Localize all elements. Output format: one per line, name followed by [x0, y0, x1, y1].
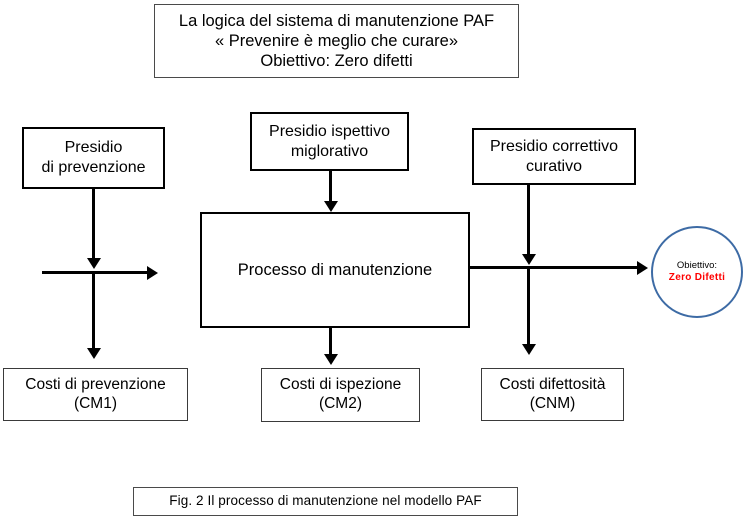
- node-presidio-correttivo-curativo: Presidio correttivo curativo: [472, 128, 636, 185]
- arrowhead-goal-right: [637, 260, 648, 275]
- connector-left-horizontal: [42, 271, 149, 274]
- node-presidio-ispettivo-miglorativo: Presidio ispettivo miglorativo: [250, 112, 409, 171]
- arrowhead-left-horizontal-right: [147, 265, 158, 280]
- title-line-1: La logica del sistema di manutenzione PA…: [178, 11, 495, 30]
- connector-correttivo-to-cross: [527, 185, 530, 257]
- node-label-line-1: Costi di ispezione: [279, 376, 402, 394]
- caption-text: Fig. 2 Il processo di manutenzione nel m…: [169, 493, 482, 509]
- arrowhead-cm2-down: [324, 354, 338, 365]
- node-label-line-2: curativo: [525, 157, 582, 175]
- connector-ispettivo-to-processo: [329, 171, 332, 204]
- node-label-line-2: di prevenzione: [41, 159, 146, 176]
- title-line-2: « Prevenire è meglio che curare»: [214, 31, 459, 50]
- node-label-line-1: Processo di manutenzione: [237, 260, 433, 279]
- arrowhead-correttivo-down: [522, 254, 536, 265]
- arrowhead-prevenzione-down: [87, 258, 101, 269]
- goal-label-line-2: Zero Difetti: [668, 271, 726, 283]
- arrowhead-cm1-down: [87, 348, 101, 359]
- node-costi-di-ispezione-cm2: Costi di ispezione (CM2): [261, 368, 420, 422]
- title-line-3: Obiettivo: Zero difetti: [260, 52, 413, 71]
- node-label-line-1: Presidio ispettivo: [269, 122, 390, 140]
- node-label-line-1: Costi difettosità: [499, 375, 606, 393]
- node-label-line-2: (CM1): [73, 394, 118, 412]
- node-label-line-2: (CNM): [529, 394, 576, 412]
- figure-caption: Fig. 2 Il processo di manutenzione nel m…: [133, 487, 518, 516]
- connector-processo-to-cm2: [329, 328, 332, 356]
- node-label-line-1: Presidio: [64, 139, 123, 157]
- node-processo-di-manutenzione: Processo di manutenzione: [200, 212, 470, 328]
- connector-cross-to-cm1: [92, 271, 95, 351]
- node-costi-difettosita-cnm: Costi difettosità (CNM): [481, 368, 624, 421]
- title-box: La logica del sistema di manutenzione PA…: [154, 4, 519, 78]
- node-costi-di-prevenzione-cm1: Costi di prevenzione (CM1): [3, 368, 188, 421]
- node-presidio-di-prevenzione: Presidio di prevenzione: [22, 127, 165, 189]
- connector-processo-to-goal: [468, 266, 640, 269]
- connector-cross-to-cnm: [527, 266, 530, 346]
- arrowhead-cnm-down: [522, 344, 536, 355]
- node-label-line-2: miglorativo: [290, 142, 369, 160]
- node-label-line-2: (CM2): [318, 395, 363, 412]
- goal-label-line-1: Obiettivo:: [676, 259, 718, 271]
- node-label-line-1: Costi di prevenzione: [25, 375, 166, 393]
- node-label-line-1: Presidio correttivo: [489, 137, 619, 155]
- arrowhead-processo-down: [324, 201, 338, 212]
- goal-circle-obiettivo-zero-difetti: Obiettivo: Zero Difetti: [651, 226, 743, 318]
- connector-prevenzione-to-cross: [92, 189, 95, 261]
